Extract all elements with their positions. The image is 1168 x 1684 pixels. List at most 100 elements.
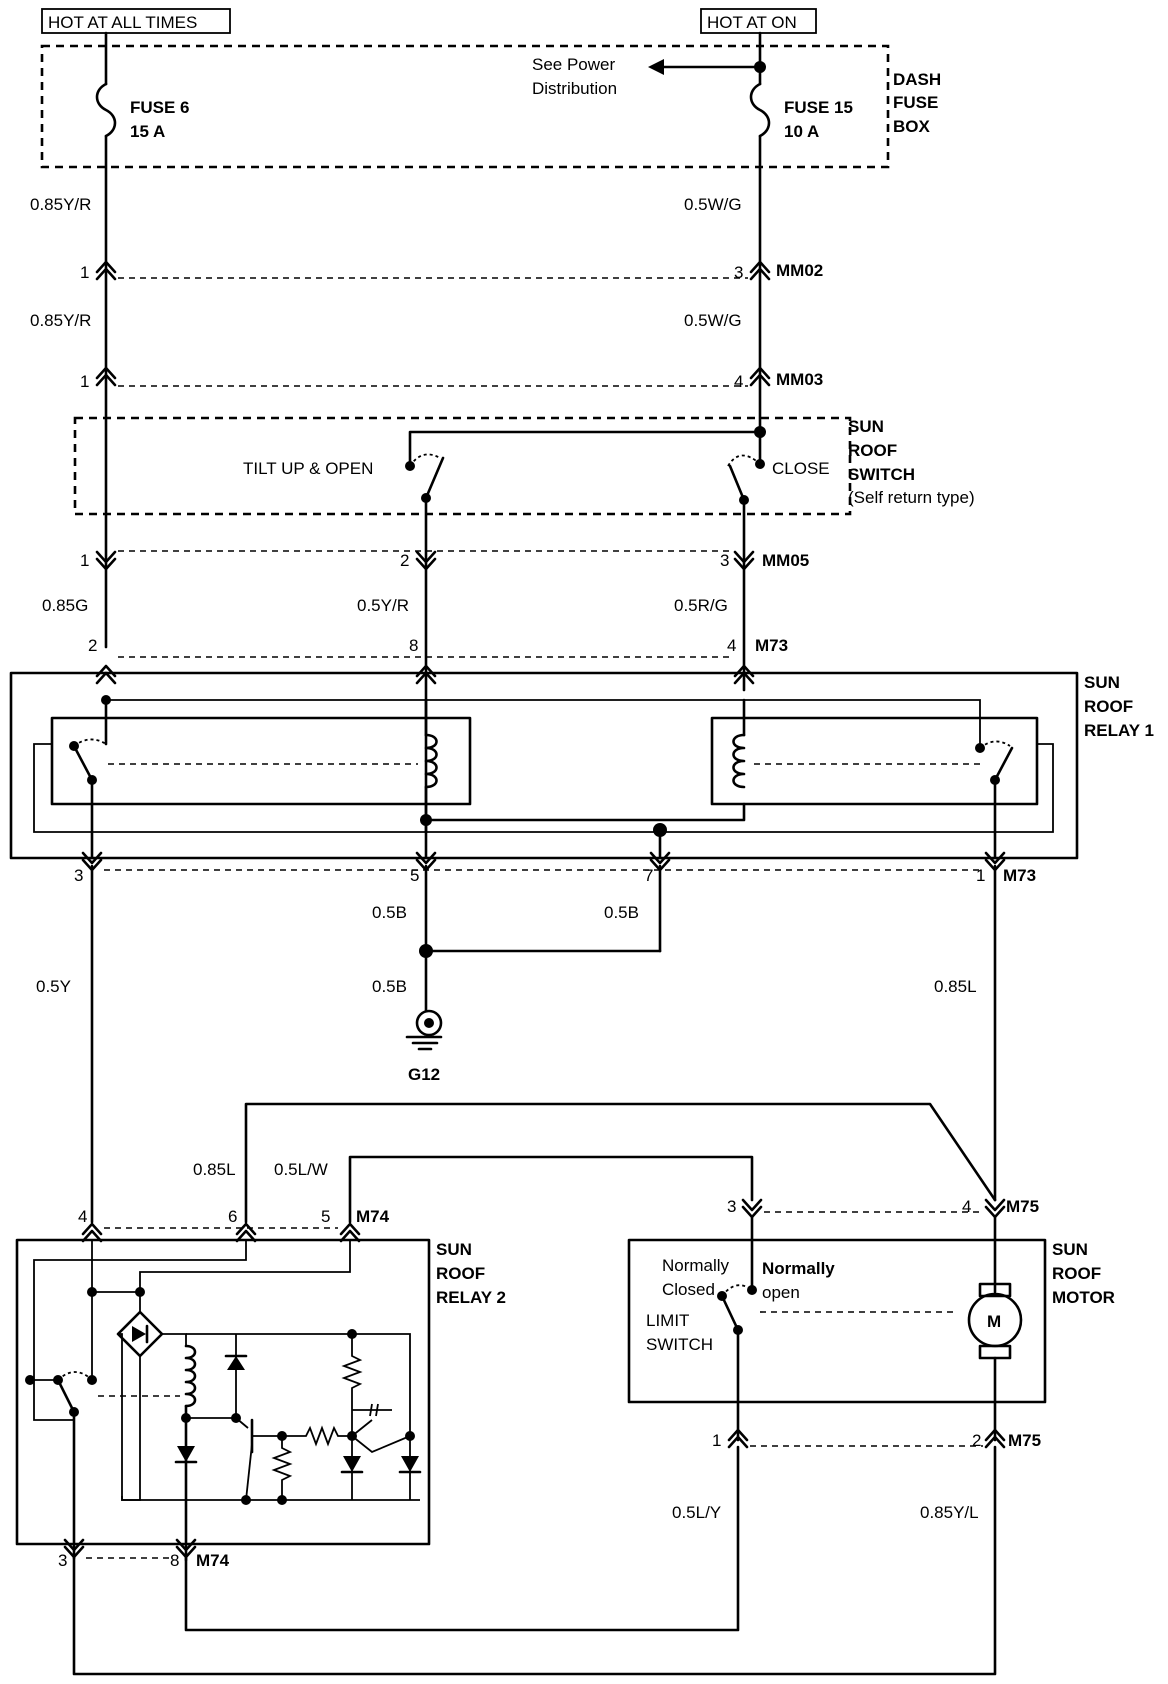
svg-text:M74: M74 bbox=[196, 1551, 230, 1570]
svg-text:5: 5 bbox=[321, 1207, 330, 1226]
svg-text:4: 4 bbox=[727, 636, 736, 655]
svg-text:0.5R/G: 0.5R/G bbox=[674, 596, 728, 615]
relay2-coil bbox=[184, 1344, 197, 1408]
hot-at-all-times-label: HOT AT ALL TIMES bbox=[48, 13, 197, 32]
svg-text:SUN: SUN bbox=[436, 1240, 472, 1259]
svg-text:RELAY 2: RELAY 2 bbox=[436, 1288, 506, 1307]
svg-text:7: 7 bbox=[644, 866, 653, 885]
svg-text:3: 3 bbox=[727, 1197, 736, 1216]
svg-text:MOTOR: MOTOR bbox=[1052, 1288, 1115, 1307]
resistor-icon bbox=[341, 1334, 363, 1436]
svg-text:2: 2 bbox=[400, 551, 409, 570]
svg-text:MM02: MM02 bbox=[776, 261, 823, 280]
svg-text:FUSE: FUSE bbox=[893, 93, 938, 112]
sun-roof-relay-2: SUN ROOF RELAY 2 bbox=[15, 1238, 506, 1562]
svg-text:0.85G: 0.85G bbox=[42, 596, 88, 615]
arrow-left-icon bbox=[648, 59, 664, 75]
svg-text:3: 3 bbox=[74, 866, 83, 885]
svg-text:1: 1 bbox=[80, 263, 89, 282]
svg-text:MM03: MM03 bbox=[776, 370, 823, 389]
fuse-15-name: FUSE 15 bbox=[784, 98, 853, 117]
diode-icon bbox=[177, 1446, 195, 1462]
motor-symbol: M bbox=[987, 1312, 1001, 1331]
relay1-right-coil bbox=[732, 733, 746, 789]
svg-text:4: 4 bbox=[962, 1197, 971, 1216]
svg-text:M75: M75 bbox=[1008, 1431, 1041, 1450]
svg-text:1: 1 bbox=[712, 1431, 721, 1450]
svg-text:M73: M73 bbox=[755, 636, 788, 655]
svg-text:See Power: See Power bbox=[532, 55, 615, 74]
upper-harness: 0.85Y/R 0.5W/G 1 3 MM02 0.85Y/R 0.5W/G 1… bbox=[30, 134, 823, 649]
bottom-return-wires: 0.5L/Y 0.85Y/L bbox=[72, 1445, 997, 1676]
connector-m74-top: 4 6 5 M74 bbox=[78, 1207, 390, 1243]
svg-text:0.5Y/R: 0.5Y/R bbox=[357, 596, 409, 615]
svg-text:4: 4 bbox=[78, 1207, 87, 1226]
svg-text:MM05: MM05 bbox=[762, 551, 809, 570]
svg-text:ROOF: ROOF bbox=[436, 1264, 485, 1283]
svg-text:SWITCH: SWITCH bbox=[848, 465, 915, 484]
svg-text:8: 8 bbox=[170, 1551, 179, 1570]
svg-text:0.5Y: 0.5Y bbox=[36, 977, 71, 996]
svg-text:DASH: DASH bbox=[893, 70, 941, 89]
close-label: CLOSE bbox=[772, 459, 830, 478]
ground-g12: 0.5B 0.5B 0.5B G12 bbox=[372, 864, 662, 1084]
ground-icon bbox=[415, 1009, 443, 1037]
svg-text:(Self return type): (Self return type) bbox=[848, 488, 975, 507]
fuse-6-rating: 15 A bbox=[130, 122, 165, 141]
connector-m74-bottom: 3 8 M74 bbox=[58, 1538, 230, 1570]
svg-text:M74: M74 bbox=[356, 1207, 390, 1226]
svg-text:M73: M73 bbox=[1003, 866, 1036, 885]
resistor-icon bbox=[282, 1425, 352, 1447]
tilt-switch-arm bbox=[424, 456, 445, 500]
svg-text:SUN: SUN bbox=[1052, 1240, 1088, 1259]
limit-switch-arm bbox=[720, 1294, 740, 1332]
svg-text:0.85L: 0.85L bbox=[193, 1160, 236, 1179]
svg-text:0.85Y/L: 0.85Y/L bbox=[920, 1503, 979, 1522]
svg-text:0.5B: 0.5B bbox=[372, 977, 407, 996]
sun-roof-switch: SUN ROOF SWITCH (Self return type) TILT … bbox=[73, 416, 975, 516]
svg-text:0.5L/Y: 0.5L/Y bbox=[672, 1503, 721, 1522]
sun-roof-motor: SUN ROOF MOTOR Normally Closed Normally … bbox=[627, 1215, 1115, 1442]
lower-harness: 0.5Y 0.85L 0.85L 0.5L/W bbox=[36, 864, 997, 1224]
svg-text:1: 1 bbox=[976, 866, 985, 885]
svg-text:Distribution: Distribution bbox=[532, 79, 617, 98]
svg-text:ROOF: ROOF bbox=[1084, 697, 1133, 716]
svg-text:BOX: BOX bbox=[893, 117, 931, 136]
svg-text:6: 6 bbox=[228, 1207, 237, 1226]
fuse-15-symbol bbox=[749, 82, 771, 138]
svg-text:0.85Y/R: 0.85Y/R bbox=[30, 311, 91, 330]
svg-text:0.5W/G: 0.5W/G bbox=[684, 195, 742, 214]
svg-text:ROOF: ROOF bbox=[848, 441, 897, 460]
diode-icon bbox=[227, 1356, 245, 1370]
connector-m75-bottom: 1 2 M75 bbox=[712, 1428, 1041, 1450]
fuse-6-symbol bbox=[95, 82, 117, 138]
svg-text:M75: M75 bbox=[1006, 1197, 1039, 1216]
connector-m73-top: 2 8 4 M73 bbox=[88, 636, 788, 685]
svg-text:4: 4 bbox=[734, 372, 743, 391]
diode-icon bbox=[401, 1456, 419, 1472]
svg-text:Normally: Normally bbox=[762, 1259, 835, 1278]
ground-label: G12 bbox=[408, 1065, 440, 1084]
svg-text:0.5B: 0.5B bbox=[604, 903, 639, 922]
mid-harness: 1 2 3 MM05 0.85G 0.5Y/R 0.5R/G 2 8 4 M73 bbox=[42, 496, 809, 834]
svg-text:3: 3 bbox=[720, 551, 729, 570]
svg-text:2: 2 bbox=[972, 1431, 981, 1450]
sun-roof-relay-1: SUN ROOF RELAY 1 bbox=[9, 671, 1154, 860]
svg-text:0.85Y/R: 0.85Y/R bbox=[30, 195, 91, 214]
svg-text:3: 3 bbox=[58, 1551, 67, 1570]
svg-text:3: 3 bbox=[734, 263, 743, 282]
svg-text:5: 5 bbox=[410, 866, 419, 885]
fuse-6-name: FUSE 6 bbox=[130, 98, 190, 117]
svg-text:1: 1 bbox=[80, 372, 89, 391]
resistor-icon bbox=[271, 1436, 293, 1500]
svg-text:SUN: SUN bbox=[1084, 673, 1120, 692]
svg-text:RELAY 1: RELAY 1 bbox=[1084, 721, 1154, 740]
svg-text:0.85L: 0.85L bbox=[934, 977, 977, 996]
svg-text:open: open bbox=[762, 1283, 800, 1302]
connector-m75-top: 3 4 M75 bbox=[727, 1197, 1039, 1219]
svg-text:8: 8 bbox=[409, 636, 418, 655]
svg-text:Normally: Normally bbox=[662, 1256, 730, 1275]
svg-text:ROOF: ROOF bbox=[1052, 1264, 1101, 1283]
svg-text:2: 2 bbox=[88, 636, 97, 655]
